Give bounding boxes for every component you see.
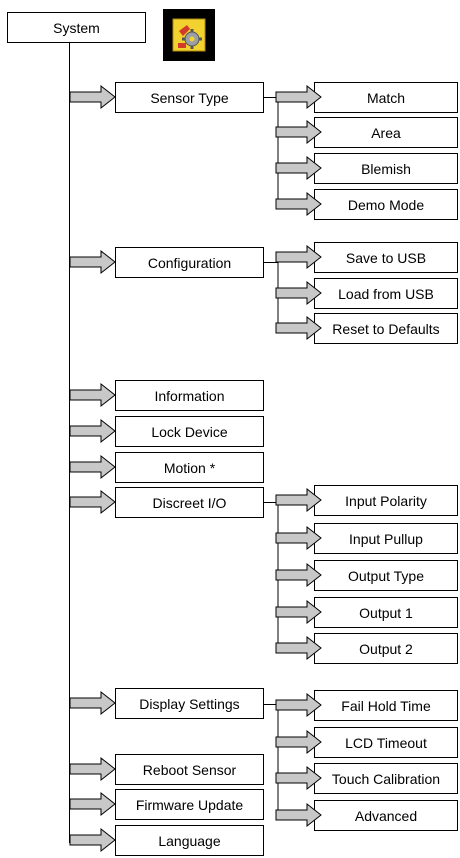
arrow-l2-3-3 xyxy=(275,802,322,828)
arrow-l2-2-1 xyxy=(275,525,322,551)
arrow-l1-8 xyxy=(69,791,116,817)
node-input-polarity[interactable]: Input Polarity xyxy=(314,485,458,516)
node-demo-mode[interactable]: Demo Mode xyxy=(314,189,458,220)
node-discreet-io[interactable]: Discreet I/O xyxy=(115,487,264,518)
arrow-l1-2 xyxy=(69,382,116,408)
node-display-settings[interactable]: Display Settings xyxy=(115,688,264,719)
node-lock-device[interactable]: Lock Device xyxy=(115,416,264,447)
arrow-l1-0 xyxy=(69,84,116,110)
arrow-l1-1 xyxy=(69,249,116,275)
node-area[interactable]: Area xyxy=(314,117,458,148)
node-touch-calibration[interactable]: Touch Calibration xyxy=(314,763,458,794)
arrow-l2-2-3 xyxy=(275,599,322,625)
connector-display-settings xyxy=(264,704,278,705)
arrow-l2-0-0 xyxy=(275,84,322,110)
node-sensor-type[interactable]: Sensor Type xyxy=(115,82,264,113)
arrow-l2-2-0 xyxy=(275,487,322,513)
node-language[interactable]: Language xyxy=(115,825,264,856)
settings-gear-icon xyxy=(163,9,215,61)
arrow-l1-4 xyxy=(69,454,116,480)
node-input-pullup[interactable]: Input Pullup xyxy=(314,523,458,554)
arrow-l2-3-0 xyxy=(275,692,322,718)
arrow-l2-3-2 xyxy=(275,765,322,791)
arrow-l2-1-0 xyxy=(275,244,322,270)
node-fail-hold-time[interactable]: Fail Hold Time xyxy=(314,690,458,721)
arrow-l1-5 xyxy=(69,489,116,515)
connector-configuration xyxy=(264,262,278,263)
node-load-from-usb[interactable]: Load from USB xyxy=(314,278,458,309)
arrow-l1-6 xyxy=(69,690,116,716)
arrow-l2-2-4 xyxy=(275,635,322,661)
node-save-to-usb[interactable]: Save to USB xyxy=(314,242,458,273)
arrow-l1-3 xyxy=(69,418,116,444)
arrow-l2-0-3 xyxy=(275,191,322,217)
arrow-l1-9 xyxy=(69,827,116,853)
trunk-line xyxy=(69,43,70,843)
arrow-l2-3-1 xyxy=(275,729,322,755)
arrow-l2-1-2 xyxy=(275,315,322,341)
connector-discreet-io xyxy=(264,502,278,503)
node-output-type[interactable]: Output Type xyxy=(314,560,458,591)
node-output-2[interactable]: Output 2 xyxy=(314,633,458,664)
system-node[interactable]: System xyxy=(7,12,146,43)
node-motion[interactable]: Motion * xyxy=(115,452,264,483)
arrow-l1-7 xyxy=(69,756,116,782)
arrow-l2-2-2 xyxy=(275,562,322,588)
node-configuration[interactable]: Configuration xyxy=(115,247,264,278)
arrow-l2-0-2 xyxy=(275,155,322,181)
node-reboot-sensor[interactable]: Reboot Sensor xyxy=(115,754,264,785)
node-lcd-timeout[interactable]: LCD Timeout xyxy=(314,727,458,758)
node-information[interactable]: Information xyxy=(115,380,264,411)
node-firmware-update[interactable]: Firmware Update xyxy=(115,789,264,820)
connector-sensor-type xyxy=(264,97,278,98)
arrow-l2-0-1 xyxy=(275,119,322,145)
node-blemish[interactable]: Blemish xyxy=(314,153,458,184)
node-output-1[interactable]: Output 1 xyxy=(314,597,458,628)
arrow-l2-1-1 xyxy=(275,280,322,306)
